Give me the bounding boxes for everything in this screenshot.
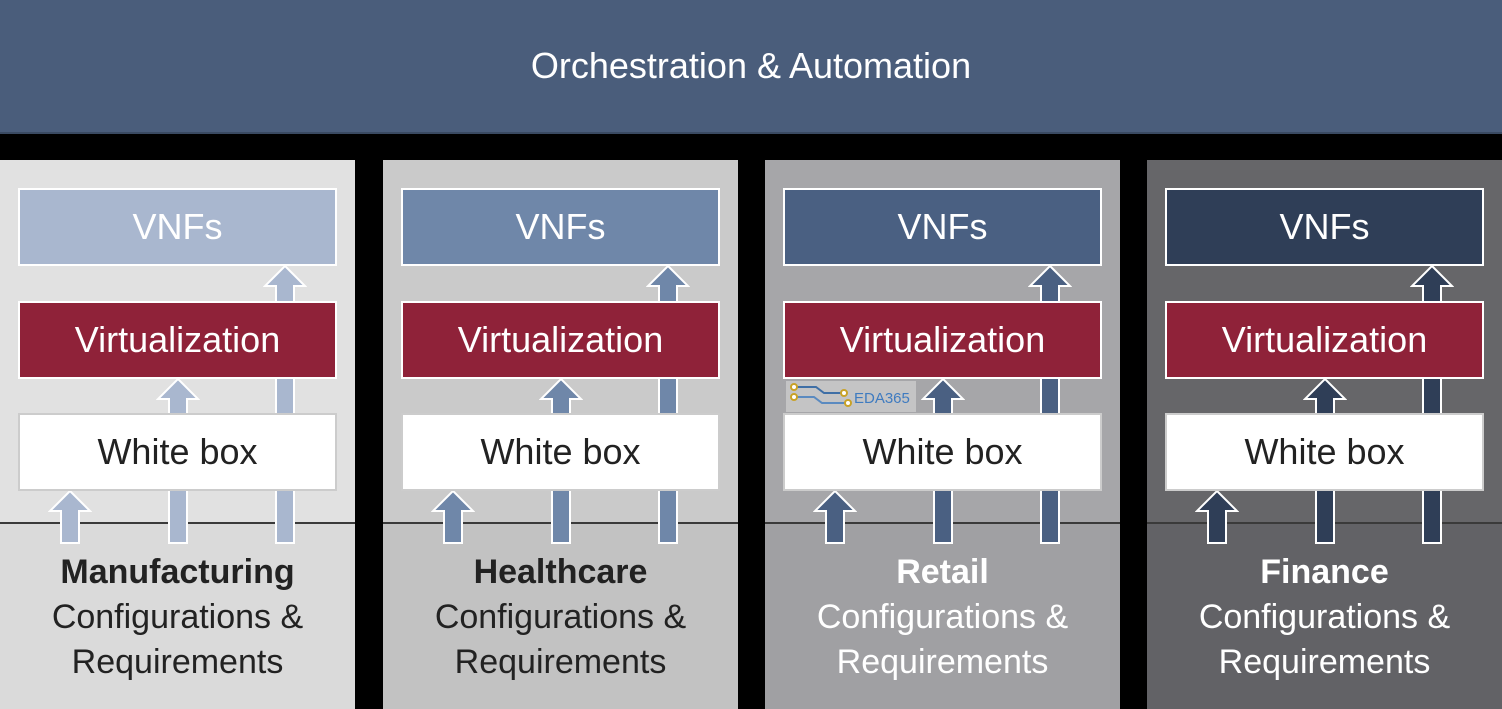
- lower-panel: [0, 522, 355, 709]
- configurations-text: Configurations &: [816, 598, 1069, 636]
- virtualization-label: Virtualization: [457, 319, 664, 360]
- virtualization-label: Virtualization: [1221, 319, 1428, 360]
- white-box: White box: [401, 413, 720, 491]
- vnfs-box: VNFs: [401, 188, 720, 266]
- arrow-to-white-box-icon: [431, 489, 475, 544]
- industry-label: Finance Configurations & Requirements: [1147, 550, 1502, 685]
- vnfs-box: VNFs: [18, 188, 337, 266]
- orchestration-automation-bar: Orchestration & Automation: [0, 0, 1502, 134]
- white-box: White box: [1165, 413, 1484, 491]
- vnfs-box: VNFs: [1165, 188, 1484, 266]
- virtualization-box: Virtualization: [18, 301, 337, 379]
- lower-panel: [383, 522, 738, 709]
- vnfs-label: VNFs: [1279, 206, 1370, 247]
- virtualization-box: Virtualization: [401, 301, 720, 379]
- arrow-to-white-box-icon: [48, 489, 92, 544]
- industry-name: Healthcare: [473, 553, 648, 591]
- white-box: White box: [783, 413, 1102, 491]
- configurations-text: Configurations &: [51, 598, 304, 636]
- configurations-text: Configurations &: [434, 598, 687, 636]
- configurations-text: Configurations &: [1198, 598, 1451, 636]
- arrow-to-vnfs-icon: [263, 264, 307, 544]
- column-finance: VNFs Virtualization White box Finance Co…: [1147, 160, 1502, 709]
- arrow-to-vnfs-icon: [1410, 264, 1454, 544]
- white-box-label: White box: [97, 431, 258, 472]
- arrow-to-white-box-icon: [1195, 489, 1239, 544]
- white-box-label: White box: [1244, 431, 1405, 472]
- requirements-text: Requirements: [454, 643, 667, 681]
- industry-name: Retail: [896, 553, 989, 591]
- requirements-text: Requirements: [836, 643, 1049, 681]
- column-healthcare: VNFs Virtualization White box Healthcare…: [383, 160, 738, 709]
- requirements-text: Requirements: [71, 643, 284, 681]
- lower-panel: [765, 522, 1120, 709]
- orchestration-title: Orchestration & Automation: [530, 45, 972, 86]
- virtualization-label: Virtualization: [74, 319, 281, 360]
- white-box-label: White box: [862, 431, 1023, 472]
- arrow-to-vnfs-icon: [646, 264, 690, 544]
- virtualization-box: Virtualization: [783, 301, 1102, 379]
- virtualization-label: Virtualization: [839, 319, 1046, 360]
- industry-label: Healthcare Configurations & Requirements: [383, 550, 738, 685]
- column-manufacturing: VNFs Virtualization White box Manufactur…: [0, 160, 355, 709]
- white-box: White box: [18, 413, 337, 491]
- arrow-to-white-box-icon: [813, 489, 857, 544]
- arrow-to-vnfs-icon: [1028, 264, 1072, 544]
- vnfs-label: VNFs: [515, 206, 606, 247]
- vnfs-box: VNFs: [783, 188, 1102, 266]
- vnfs-label: VNFs: [897, 206, 988, 247]
- lower-panel: [1147, 522, 1502, 709]
- requirements-text: Requirements: [1218, 643, 1431, 681]
- industry-label: Retail Configurations & Requirements: [765, 550, 1120, 685]
- column-retail: VNFs Virtualization White box Retail Con…: [765, 160, 1120, 709]
- vnfs-label: VNFs: [132, 206, 223, 247]
- industry-name: Finance: [1260, 553, 1389, 591]
- white-box-label: White box: [480, 431, 641, 472]
- industry-label: Manufacturing Configurations & Requireme…: [0, 550, 355, 685]
- industry-name: Manufacturing: [60, 553, 295, 591]
- virtualization-box: Virtualization: [1165, 301, 1484, 379]
